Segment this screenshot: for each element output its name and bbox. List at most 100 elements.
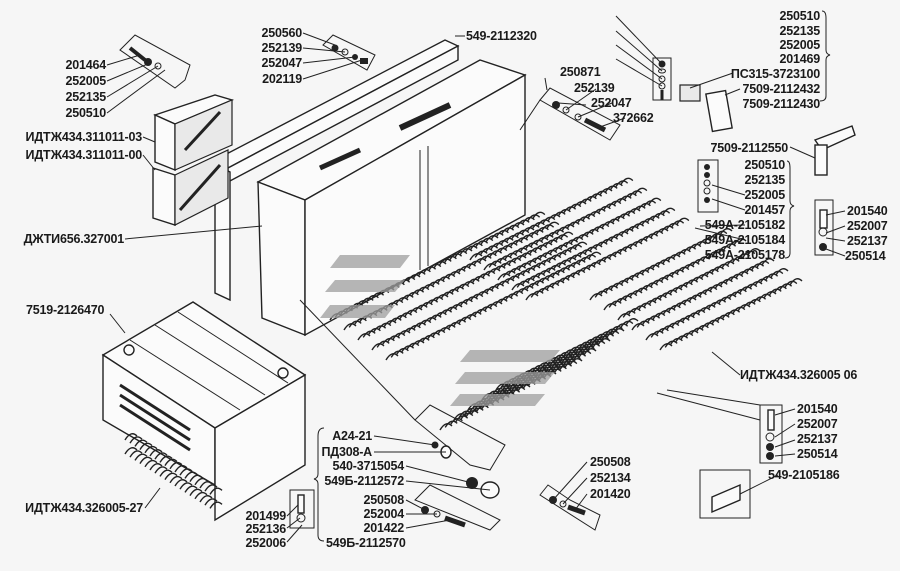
coil-turn [398, 312, 413, 320]
coil-turn [650, 230, 664, 238]
coil-turn [736, 253, 751, 261]
coil-turn [568, 203, 582, 211]
coil-turn [652, 312, 666, 320]
coil-turn [674, 284, 688, 292]
coil-turn [651, 261, 665, 270]
coil-turn [608, 251, 622, 259]
coil-turn [553, 365, 567, 374]
coil-turn [759, 275, 773, 284]
coil-turn [742, 301, 756, 309]
coil-turn [574, 346, 589, 354]
coil-turn [556, 226, 570, 234]
label-bracket: 7509-2112550 [710, 141, 788, 155]
coil-turn [189, 474, 203, 482]
coil-turn [418, 319, 432, 327]
coil-turn [488, 250, 503, 258]
coil-turn [646, 315, 661, 323]
coil-turn [685, 330, 699, 338]
coil-turn [536, 277, 550, 285]
coil-turn [526, 214, 541, 222]
coil-turn [500, 227, 515, 235]
coil-turn [589, 244, 603, 252]
coil-turn [613, 297, 627, 306]
coil-turn [479, 247, 493, 256]
coil-turn [385, 353, 399, 361]
coil-turn [542, 216, 556, 224]
coil-turn [416, 337, 430, 345]
coil-turn [618, 246, 633, 254]
coil-turn [583, 338, 597, 347]
coil-turn [549, 247, 563, 255]
coil-turn [598, 256, 612, 264]
coil-turn [514, 237, 529, 245]
coil-turn [728, 240, 742, 248]
coil-turn [174, 465, 188, 473]
coil-turn [475, 291, 489, 299]
coil-turn [558, 259, 572, 267]
coil-turn [518, 262, 532, 270]
coil-turn [641, 267, 655, 275]
coil-turn [535, 237, 549, 245]
coil-turn [542, 267, 556, 275]
coil-turn [648, 197, 662, 205]
label-202119: 202119 [262, 72, 302, 86]
coil-turn [546, 221, 560, 229]
label-540-3715054: 540-3715054 [332, 459, 405, 473]
coil-turn [615, 231, 629, 239]
housing-box [256, 59, 527, 337]
coil-turn [624, 292, 638, 300]
coil-turn [550, 361, 564, 369]
coil-turn [159, 455, 173, 463]
coil-turn [645, 333, 659, 341]
label-pd308-a: ПД308-А [321, 445, 372, 459]
coil-turn [583, 348, 597, 356]
coil-turn [174, 479, 188, 487]
coil-turn [468, 405, 483, 413]
coil-turn [657, 310, 671, 318]
label-left-box-resistor: ИДТЖ434.326005-27 [25, 501, 143, 515]
coil-turn [706, 319, 720, 327]
coil-turn [480, 288, 494, 296]
coil-turn [516, 280, 530, 288]
label-201420: 201420 [590, 487, 631, 501]
coil-turn [676, 217, 690, 225]
coil-turn [738, 286, 753, 294]
coil-turn [463, 314, 477, 322]
coil-turn [431, 278, 445, 287]
coil-turn [773, 285, 787, 294]
coil-turn [515, 288, 529, 296]
coil-turn [524, 242, 539, 250]
label-250510: 250510 [65, 106, 106, 120]
coil-turn [712, 299, 727, 307]
coil-turn [154, 452, 168, 460]
coil-turn [500, 237, 514, 245]
coil-turn [536, 362, 551, 370]
coil-turn [599, 188, 613, 196]
coil-turn [672, 302, 687, 310]
coil-turn [407, 324, 421, 333]
label-252135b: 252135 [779, 24, 820, 38]
coil-turn [688, 243, 702, 251]
coil-turn [659, 343, 673, 351]
coil-turn [518, 252, 532, 260]
coil-turn [454, 301, 468, 309]
coil-turn [124, 447, 138, 455]
coil-turn [458, 410, 472, 418]
coil-turn [534, 244, 548, 252]
coil-turn [362, 330, 376, 338]
coil-turn [567, 262, 581, 270]
coil-turn [683, 297, 697, 305]
coil-turn [540, 285, 555, 293]
coil-turn [578, 249, 593, 257]
coil-turn [540, 234, 554, 242]
coil-turn [348, 320, 362, 328]
coil-turn [553, 252, 567, 260]
coil-turn [625, 225, 639, 234]
coil-turn [561, 224, 575, 232]
coil-turn [516, 270, 531, 278]
coil-turn [454, 415, 469, 423]
coil-turn [370, 292, 385, 300]
coil-turn [587, 211, 601, 219]
coil-turn [422, 266, 437, 274]
